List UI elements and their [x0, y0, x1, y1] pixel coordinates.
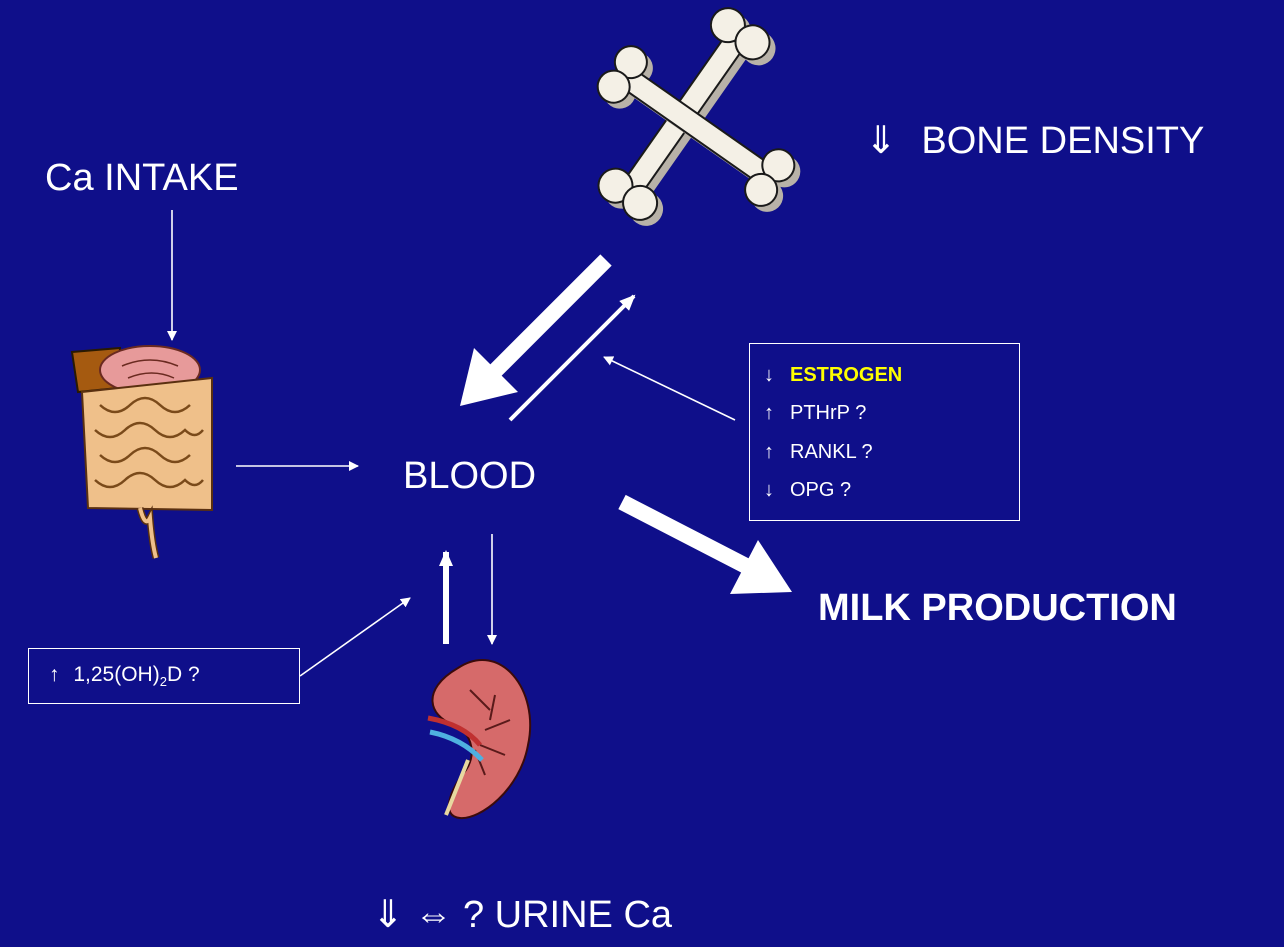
intestine-icon	[72, 346, 212, 558]
vitamin-d-suffix: D ?	[167, 663, 200, 686]
hormone-name: OPG ?	[790, 479, 851, 501]
vitamin-d-subscript: 2	[160, 674, 167, 689]
vitamin-d-prefix: 1,25(OH)	[73, 663, 159, 686]
hormone-name: RANKL ?	[790, 441, 873, 463]
hormone-row-pthrp: ↑PTHrP ?	[764, 403, 866, 423]
hormone-factors-box: ↓ESTROGEN ↑PTHrP ? ↑RANKL ? ↓OPG ?	[749, 343, 1020, 521]
down-arrow-icon: ↓	[764, 480, 790, 500]
urine-ca-text: URINE Ca	[495, 894, 672, 936]
hormone-row-estrogen: ↓ESTROGEN	[764, 365, 902, 385]
hormone-name: ESTROGEN	[790, 364, 902, 386]
hormone-name: PTHrP ?	[790, 402, 866, 424]
bone-density-label: ⇓ BONE DENSITY	[865, 122, 1204, 160]
blood-label: BLOOD	[403, 457, 536, 495]
vitamin-d-text: ↑ 1,25(OH)2D ?	[49, 664, 200, 688]
bones-icon	[591, 1, 806, 232]
arrow-blood-to-bone	[510, 296, 634, 420]
milk-production-label: MILK PRODUCTION	[818, 589, 1177, 627]
vitamin-d-box: ↑ 1,25(OH)2D ?	[28, 648, 300, 704]
bone-density-text: BONE DENSITY	[921, 120, 1204, 162]
ca-intake-label: Ca INTAKE	[45, 159, 239, 197]
down-arrow-icon: ↓	[764, 365, 790, 385]
up-arrow-icon: ↑	[764, 442, 790, 462]
urine-ca-label: ⇓ ⇔ ? URINE Ca	[372, 896, 672, 934]
arrow-hormones-to-bone	[604, 357, 735, 420]
hormone-row-opg: ↓OPG ?	[764, 480, 851, 500]
arrow-bone-to-blood	[460, 260, 606, 406]
down-double-arrow-icon: ⇓	[865, 120, 897, 162]
kidney-icon	[428, 660, 530, 818]
up-arrow-icon: ↑	[49, 663, 60, 686]
up-arrow-icon: ↑	[764, 403, 790, 423]
arrow-vitd-to-kidney-flow	[300, 598, 410, 676]
hormone-row-rankl: ↑RANKL ?	[764, 442, 873, 462]
urine-arrows-text: ⇓ ⇔ ?	[372, 894, 484, 936]
